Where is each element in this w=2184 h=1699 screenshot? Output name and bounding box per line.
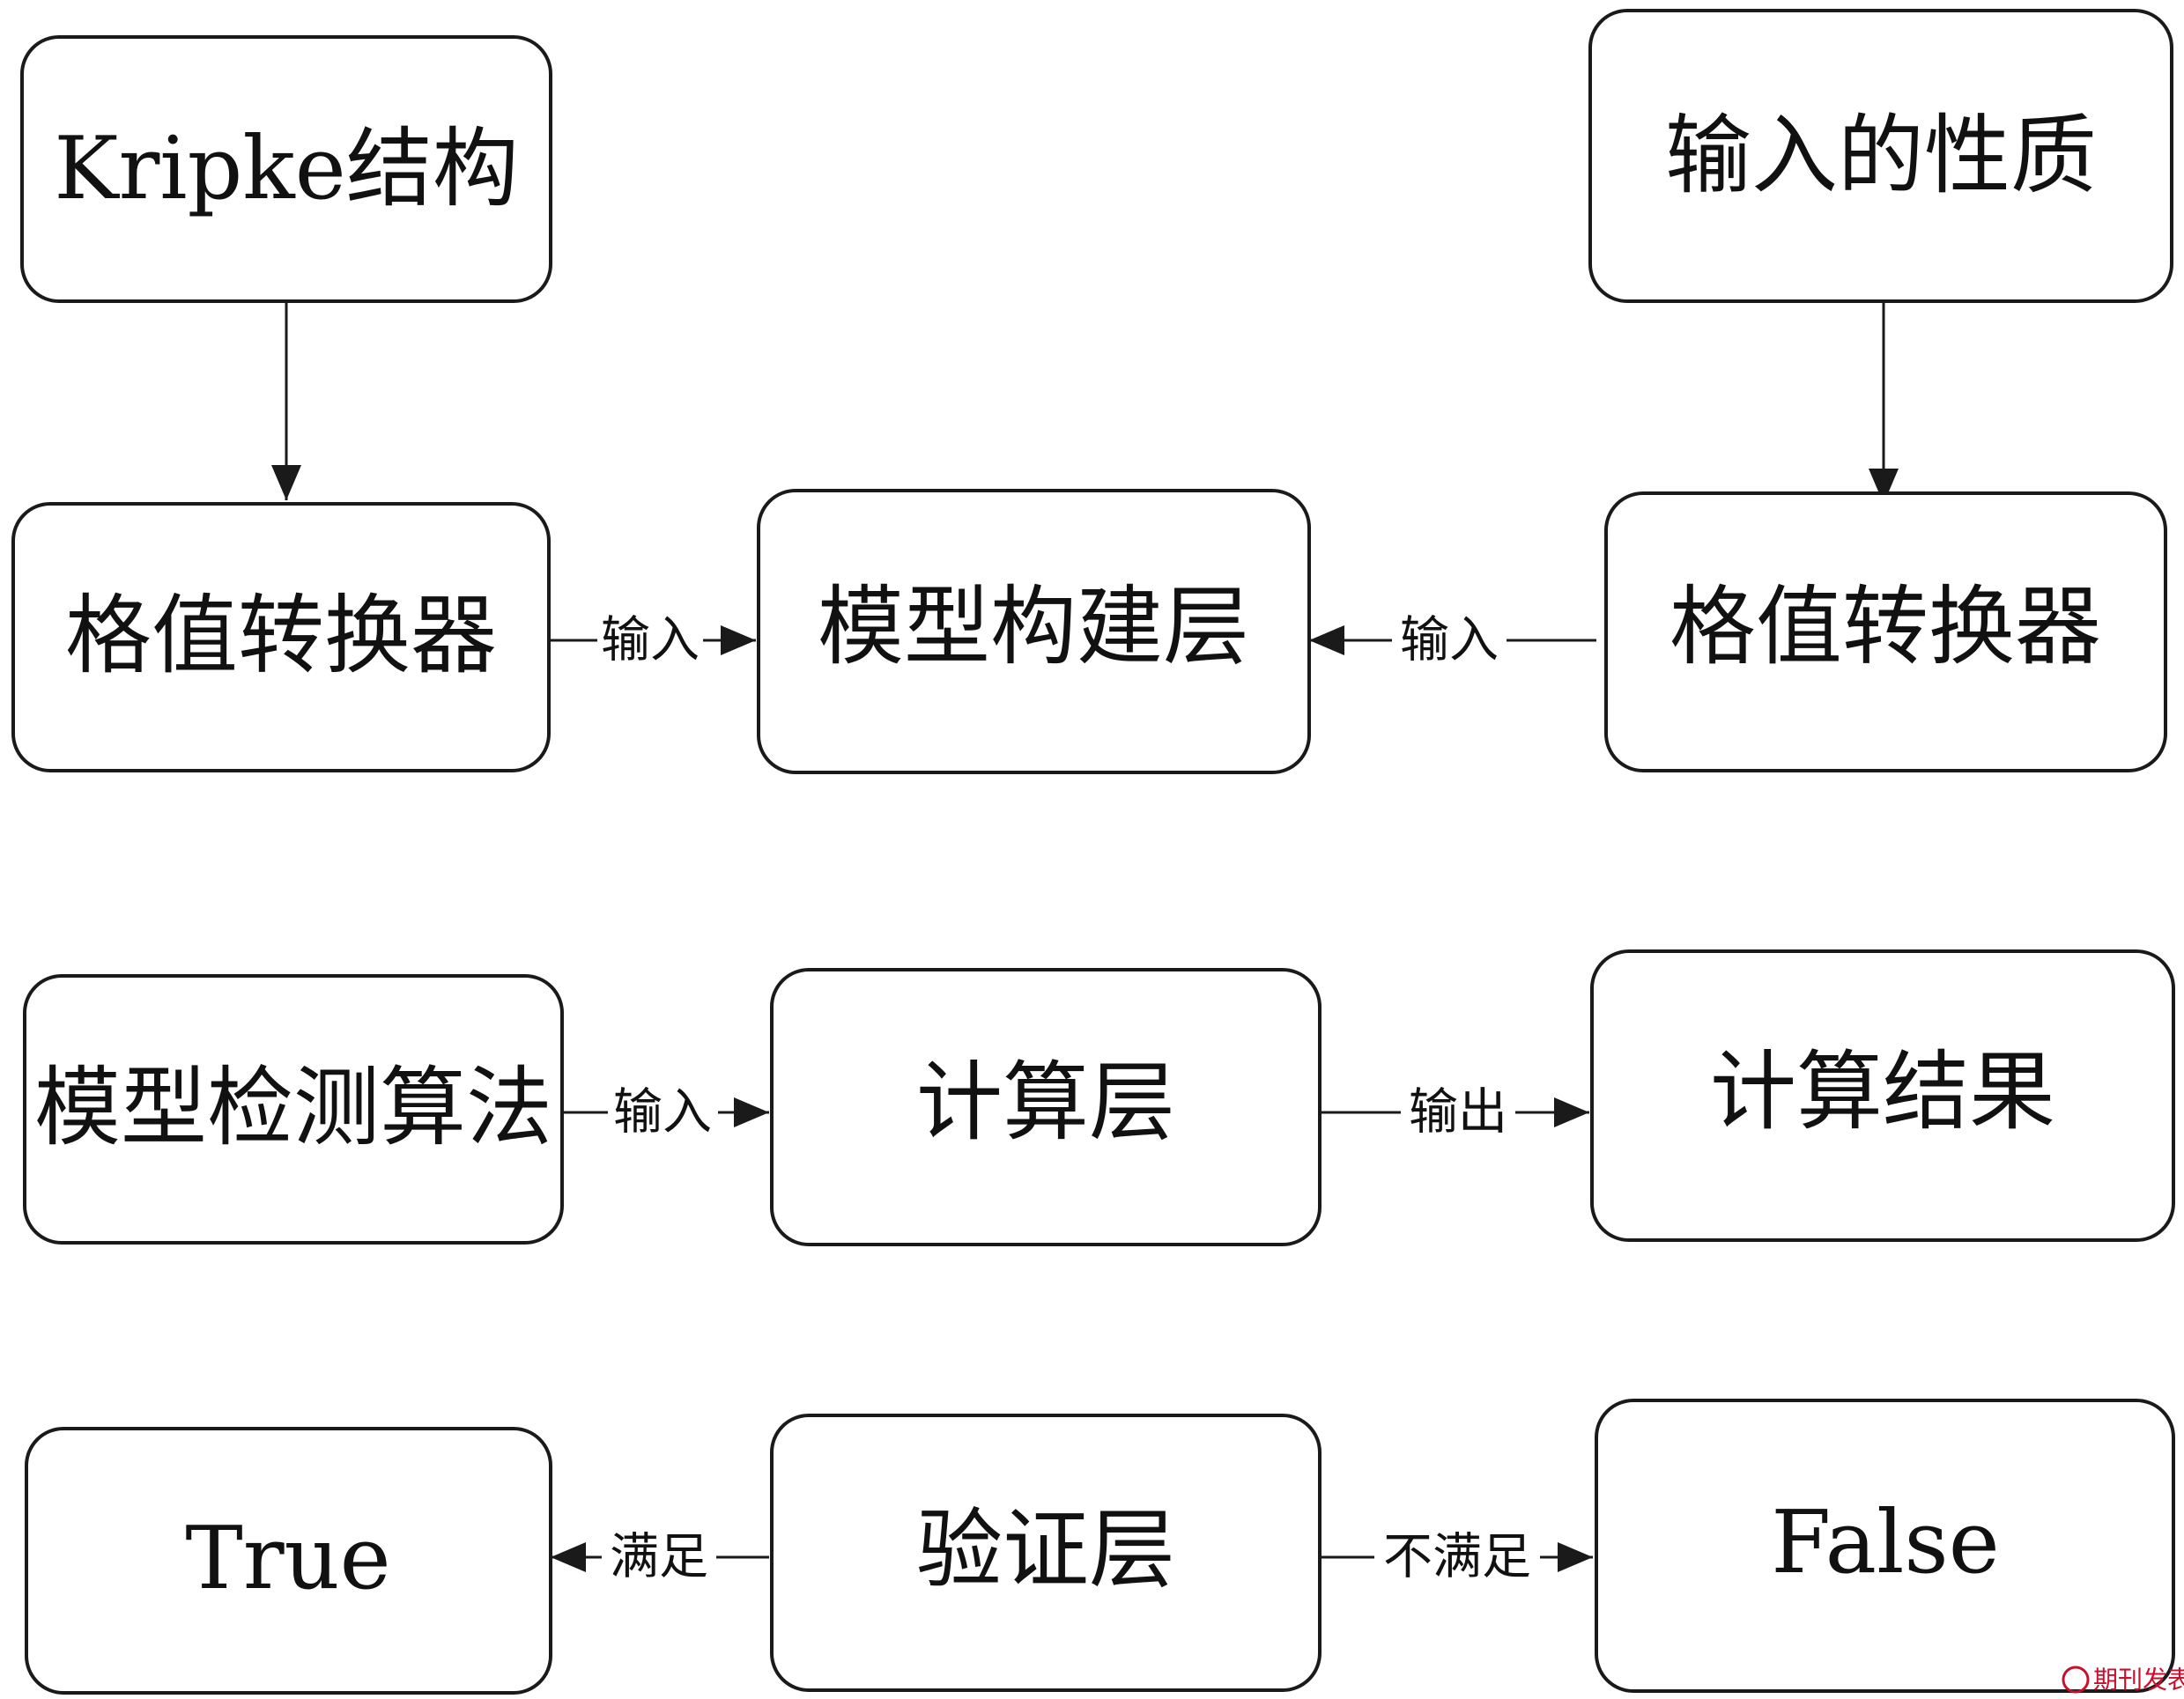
node-false: False: [1595, 1399, 2175, 1693]
node-lattice-converter-left: 格值转换器: [11, 502, 551, 772]
node-model-checking-algorithm-label: 模型检测算法: [34, 1058, 552, 1158]
node-computation-result-label: 计算结果: [1710, 1042, 2055, 1142]
edge-label-not-satisfied: 不满足: [1383, 1529, 1531, 1586]
node-lattice-converter-right-label: 格值转换器: [1669, 577, 2101, 677]
node-model-construction-layer: 模型构建层: [757, 489, 1311, 774]
node-true-label: True: [185, 1509, 390, 1609]
edge-label-output: 输出: [1409, 1084, 1507, 1141]
node-false-label: False: [1771, 1493, 1999, 1593]
node-verification-layer-label: 验证层: [916, 1500, 1175, 1600]
node-input-property: 输入的性质: [1588, 9, 2173, 303]
node-computation-layer-label: 计算层: [916, 1053, 1175, 1153]
node-model-construction-layer-label: 模型构建层: [818, 577, 1249, 677]
node-kripke-structure: Kripke结构: [20, 35, 552, 303]
node-computation-result: 计算结果: [1590, 949, 2175, 1242]
edge-label-input-1: 输入: [601, 612, 700, 669]
node-input-property-label: 输入的性质: [1665, 106, 2097, 206]
node-model-checking-algorithm: 模型检测算法: [23, 974, 564, 1245]
node-lattice-converter-right: 格值转换器: [1604, 491, 2167, 772]
node-true: True: [25, 1427, 552, 1695]
watermark: 期刊发表网: [2062, 1666, 2184, 1695]
watermark-text: 期刊发表网: [2093, 1666, 2184, 1695]
edge-label-input-3: 输入: [613, 1084, 712, 1141]
node-verification-layer: 验证层: [770, 1414, 1322, 1692]
node-computation-layer: 计算层: [770, 968, 1322, 1246]
watermark-logo-icon: [2062, 1666, 2090, 1694]
edge-label-satisfied: 满足: [610, 1529, 708, 1586]
node-kripke-structure-label: Kripke结构: [54, 119, 519, 219]
edge-label-input-2: 输入: [1400, 612, 1499, 669]
node-lattice-converter-left-label: 格值转换器: [65, 586, 497, 686]
